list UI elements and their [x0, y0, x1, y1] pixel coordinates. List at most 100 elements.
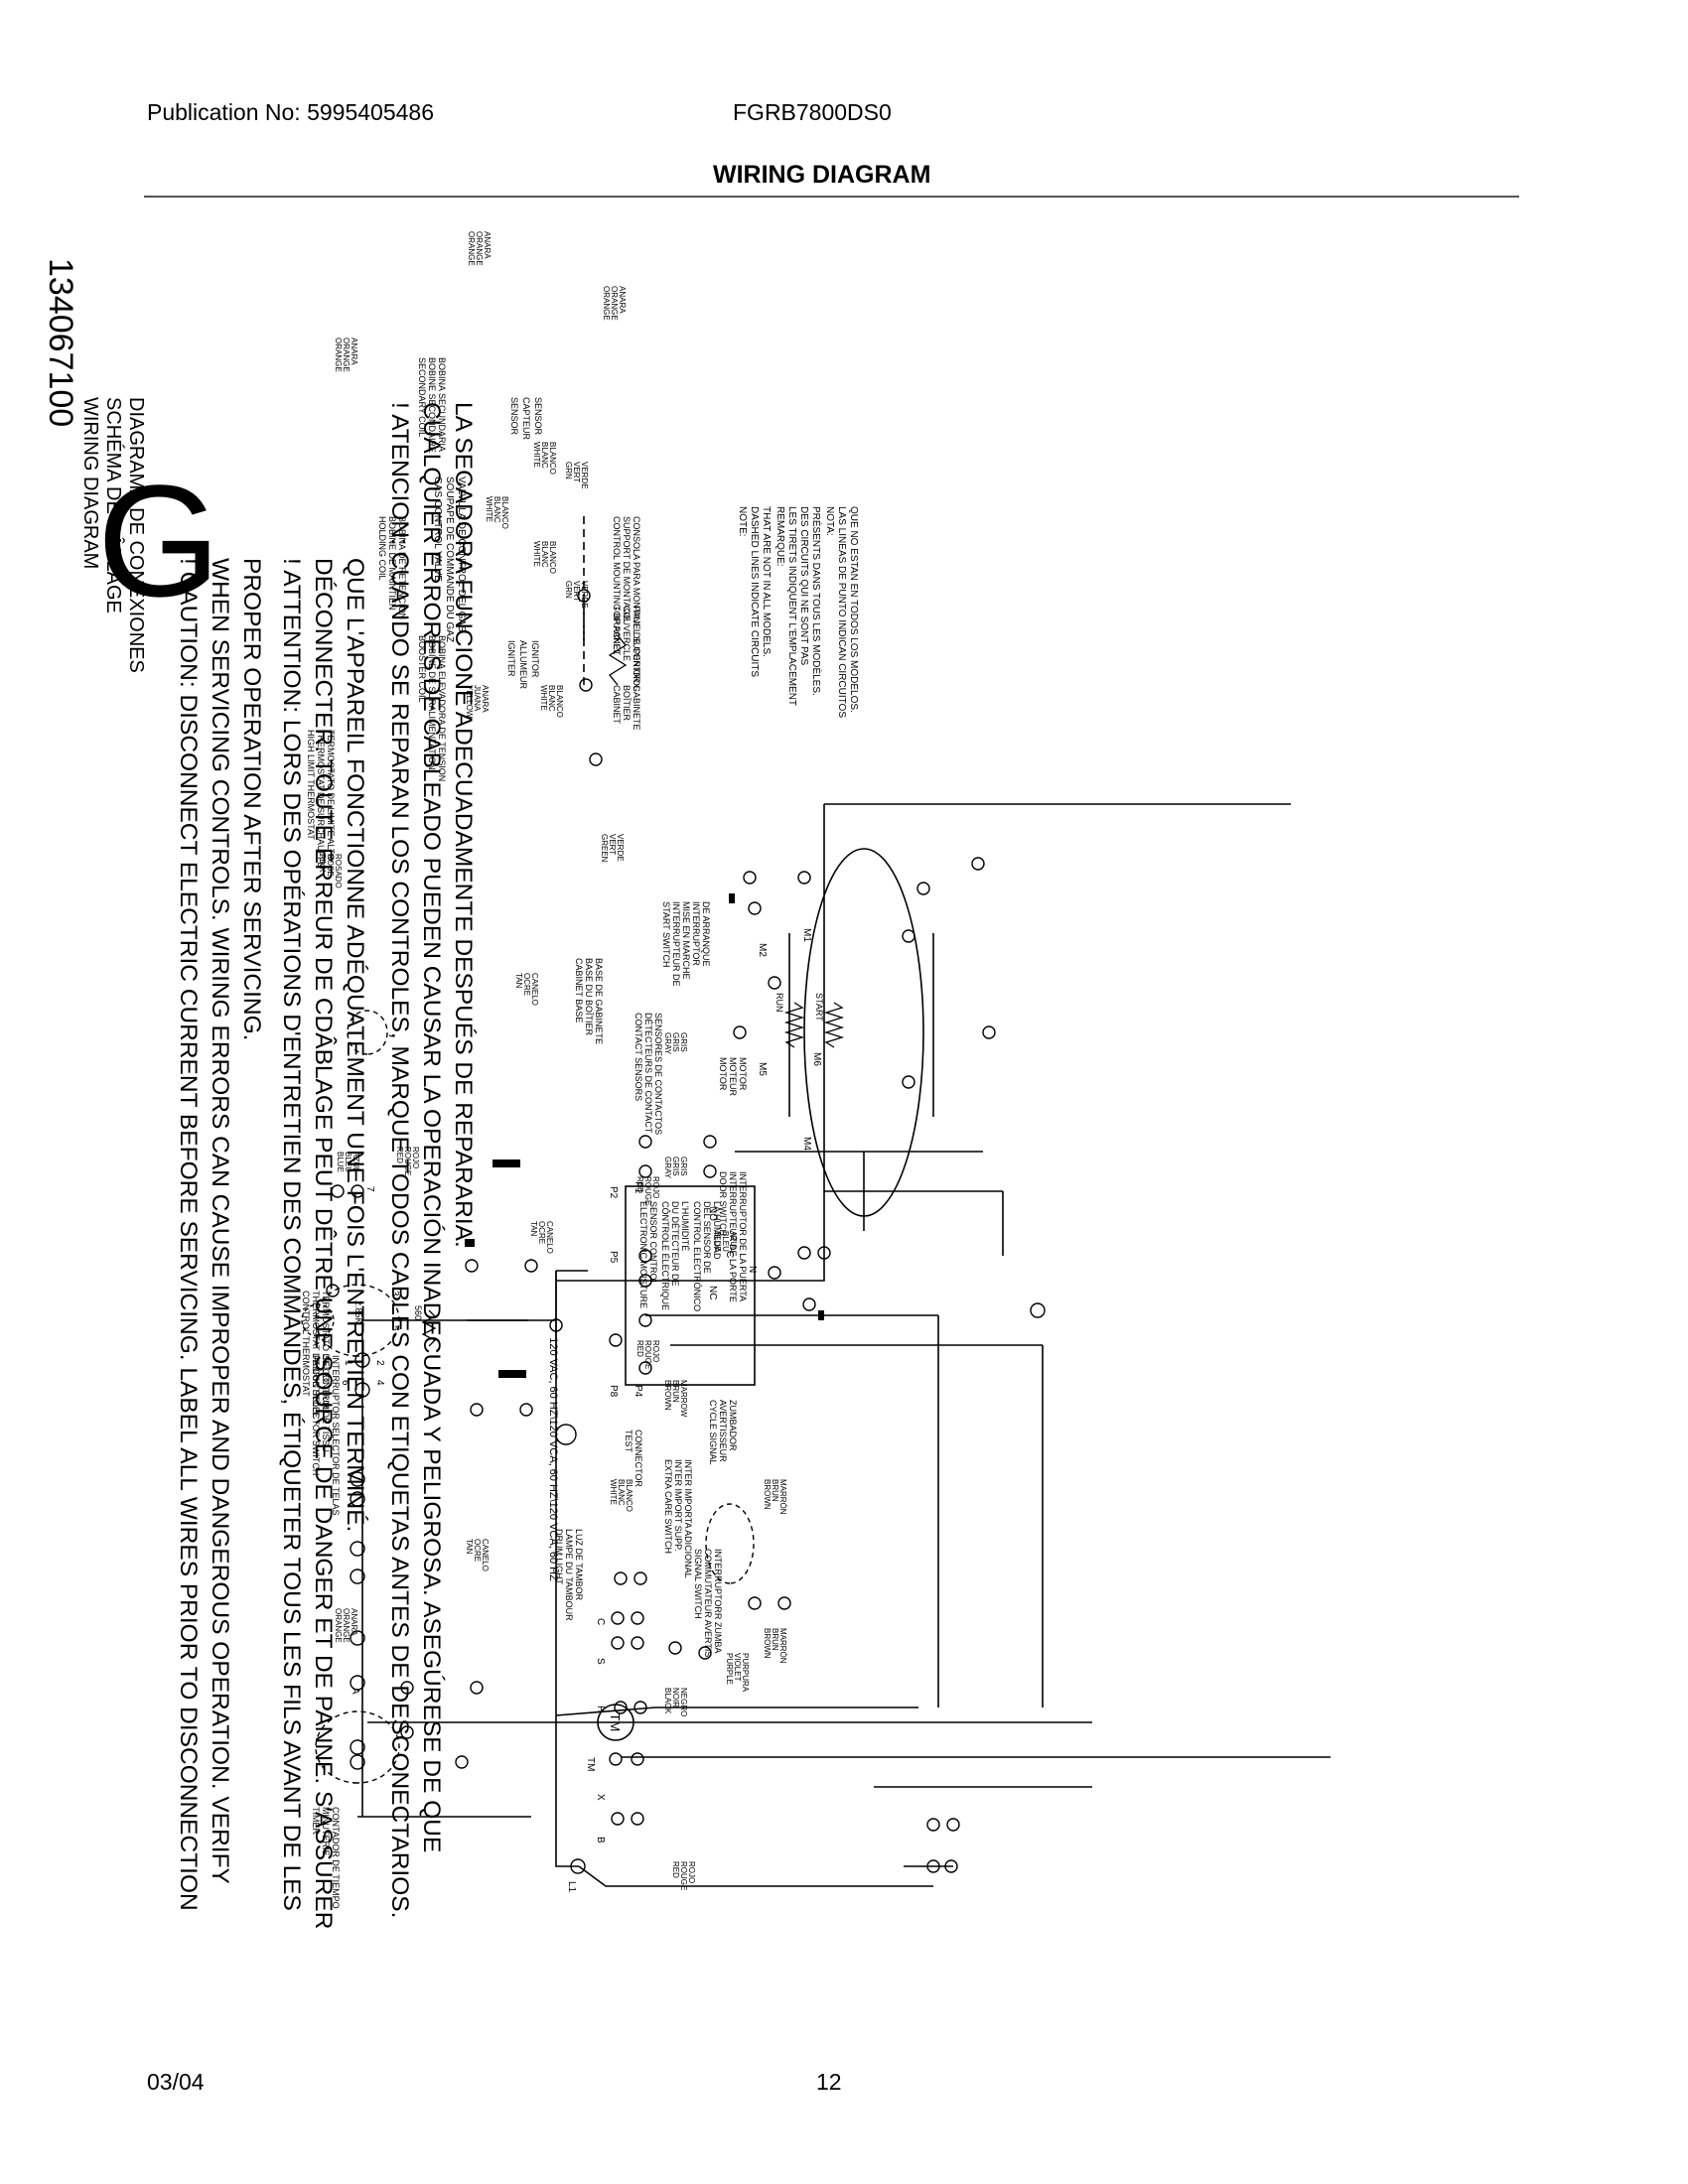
terminal-labels: L1 B S C H TM X A M1 M2 M4 M5 M6 P1 P2 P…: [340, 928, 822, 1893]
attention-line-2: DÉCONNECTER. TOUTE ERREUR DE CDÂBLAGE PE…: [310, 558, 337, 1929]
diagram-label: MARROW: [679, 1380, 688, 1418]
caution-line-2: WHEN SERVICING CONTROLS. WIRING ERRORS C…: [207, 558, 233, 1884]
diagram-label: THERMOSTAT DE SURCHAUFFE: [316, 730, 326, 869]
diagram-label: TERMOSTATO DE LIMITE ALTO: [326, 730, 336, 861]
diagram-label: ORANGE: [342, 1608, 351, 1643]
diagram-label: CONTADOR DE TIEMPO: [331, 1807, 341, 1909]
diagram-label: L1: [566, 1881, 577, 1893]
diagram-label: ORANGE: [610, 286, 619, 321]
diagram-label: ORANGE: [475, 231, 484, 266]
diagram-label: OCRE: [473, 1539, 482, 1562]
diagram-label: H: [595, 1706, 606, 1712]
diagram-label: X: [595, 1794, 606, 1801]
stamp-number: 134067100: [42, 258, 79, 427]
diagram-label: TOP PANEL: [612, 606, 622, 655]
diagram-label: TAN: [465, 1539, 474, 1555]
diagram-label: AVERTISSEUR: [718, 1400, 728, 1462]
diagram-label: ORANGE: [334, 338, 343, 372]
diagram-label: ROJO: [411, 1147, 420, 1168]
diagram-label: BLEU: [721, 1231, 730, 1252]
run-winding-label: RUN: [774, 993, 784, 1013]
diagram-label: SENSOR CONTROL: [648, 1201, 658, 1286]
diagram-label: PANEL SUPERIOR: [632, 606, 641, 684]
attention-line-1: ! ATTENTION: LORS DES OPÉRATIONS D'ENTRE…: [278, 558, 305, 1911]
atencion-line-2: CUALQUIER ERRORES DE CABLEADO PUEDEN CAU…: [418, 402, 445, 1852]
note-block: NOTE: DASHED LINES INDICATE CIRCUITS THA…: [737, 506, 859, 718]
diagram-label: GRAY: [663, 1032, 672, 1055]
diagram-label: WHITE: [532, 442, 541, 468]
diagram-label: BLANC: [617, 1479, 626, 1506]
diagram-label: 6: [340, 1380, 351, 1386]
diagram-label: DES CIRCUITS QUI NE SONT PAS: [798, 506, 809, 666]
connectors: [465, 893, 824, 1378]
diagram-label: LUZ DE TAMBOR: [574, 1529, 584, 1601]
start-winding-label: START: [814, 993, 824, 1022]
diagram-label: DEL SENSOR DE: [702, 1201, 712, 1274]
diagram-label: NOTE:: [737, 506, 748, 537]
diagram-label: ZUMBADOR: [728, 1400, 738, 1451]
diagram-label: ROSADO: [334, 854, 343, 888]
diagram-label: NC: [707, 1286, 718, 1299]
diagram-label: GRIS: [679, 1157, 688, 1176]
igniter-coil: [608, 634, 628, 686]
diagram-label: VERT: [608, 834, 617, 855]
page-title: WIRING DIAGRAM: [713, 161, 931, 189]
rotated-sheet: ! CAUTION: DISCONNECT ELECTRIC CURRENT B…: [42, 231, 1331, 1929]
diagram-label: SOUPAPE DE COMMANDE DU GAZ: [444, 477, 455, 642]
diagram-label: A: [350, 1688, 360, 1695]
diagram-label: JUANA: [473, 685, 482, 712]
diagram-label: ROSE: [326, 854, 335, 877]
diagram-label: DÉTECTEURS DE CONTACT: [643, 1013, 653, 1134]
diagram-label: GAS CONTROL VALVE: [432, 477, 443, 582]
diagram-label: BLANC: [492, 496, 501, 523]
diagram-label: VALVULA DE CONTROL DEL GAS: [456, 477, 467, 632]
diagram-label: AZUL: [352, 1152, 360, 1172]
diagram-label: P5: [608, 1251, 619, 1264]
diagram-label: DRUM LIGHT: [554, 1529, 564, 1585]
stamp-line-2: SCHÉMA DE CÂBLAGE: [102, 397, 125, 614]
diagram-label: M1: [801, 928, 812, 942]
timer-motor-label: TM: [608, 1713, 623, 1732]
diagram-label: MINUTERIE: [321, 1807, 331, 1856]
diagram-label: BLANCO: [548, 541, 557, 574]
thermostat-outlines: [315, 1010, 755, 1784]
stamp-block: WIRING DIAGRAM SCHÉMA DE CÂBLAGE DIAGRAM…: [42, 258, 147, 673]
diagram-label: ANARA: [483, 231, 492, 259]
run-winding: [783, 1002, 805, 1048]
diagram-label: BLANCO: [625, 1479, 633, 1512]
resistor-560-label: 560: [413, 1305, 423, 1320]
diagram-label: GABINETE: [632, 685, 641, 731]
diagram-label: BASE DU BOÎTIER: [584, 958, 594, 1036]
diagram-label: BLANCO: [555, 685, 564, 718]
diagram-label: CANELO: [545, 1221, 554, 1254]
diagram-label: ANARA: [618, 286, 627, 314]
diagram-label: VERDE: [580, 462, 589, 489]
diagram-label: GRAY: [663, 1157, 672, 1179]
caution-line-3: PROPER OPERATION AFTER SERVICING.: [238, 558, 265, 1040]
diagram-label: BLANC: [547, 685, 556, 712]
caution-line-1: ! CAUTION: DISCONNECT ELECTRIC CURRENT B…: [175, 558, 202, 1911]
diagram-label: CONTROL MOUNTING BRACKET: [612, 516, 622, 656]
diagram-label: CÔNTROLE ÉLECTRIQUE: [660, 1201, 670, 1310]
diagram-label: NOIR: [671, 1688, 680, 1707]
header-rule: [144, 196, 1519, 198]
diagram-label: TM: [585, 1757, 596, 1771]
diagram-label: N: [747, 1266, 758, 1273]
diagram-label: MOTOR: [718, 1057, 728, 1091]
